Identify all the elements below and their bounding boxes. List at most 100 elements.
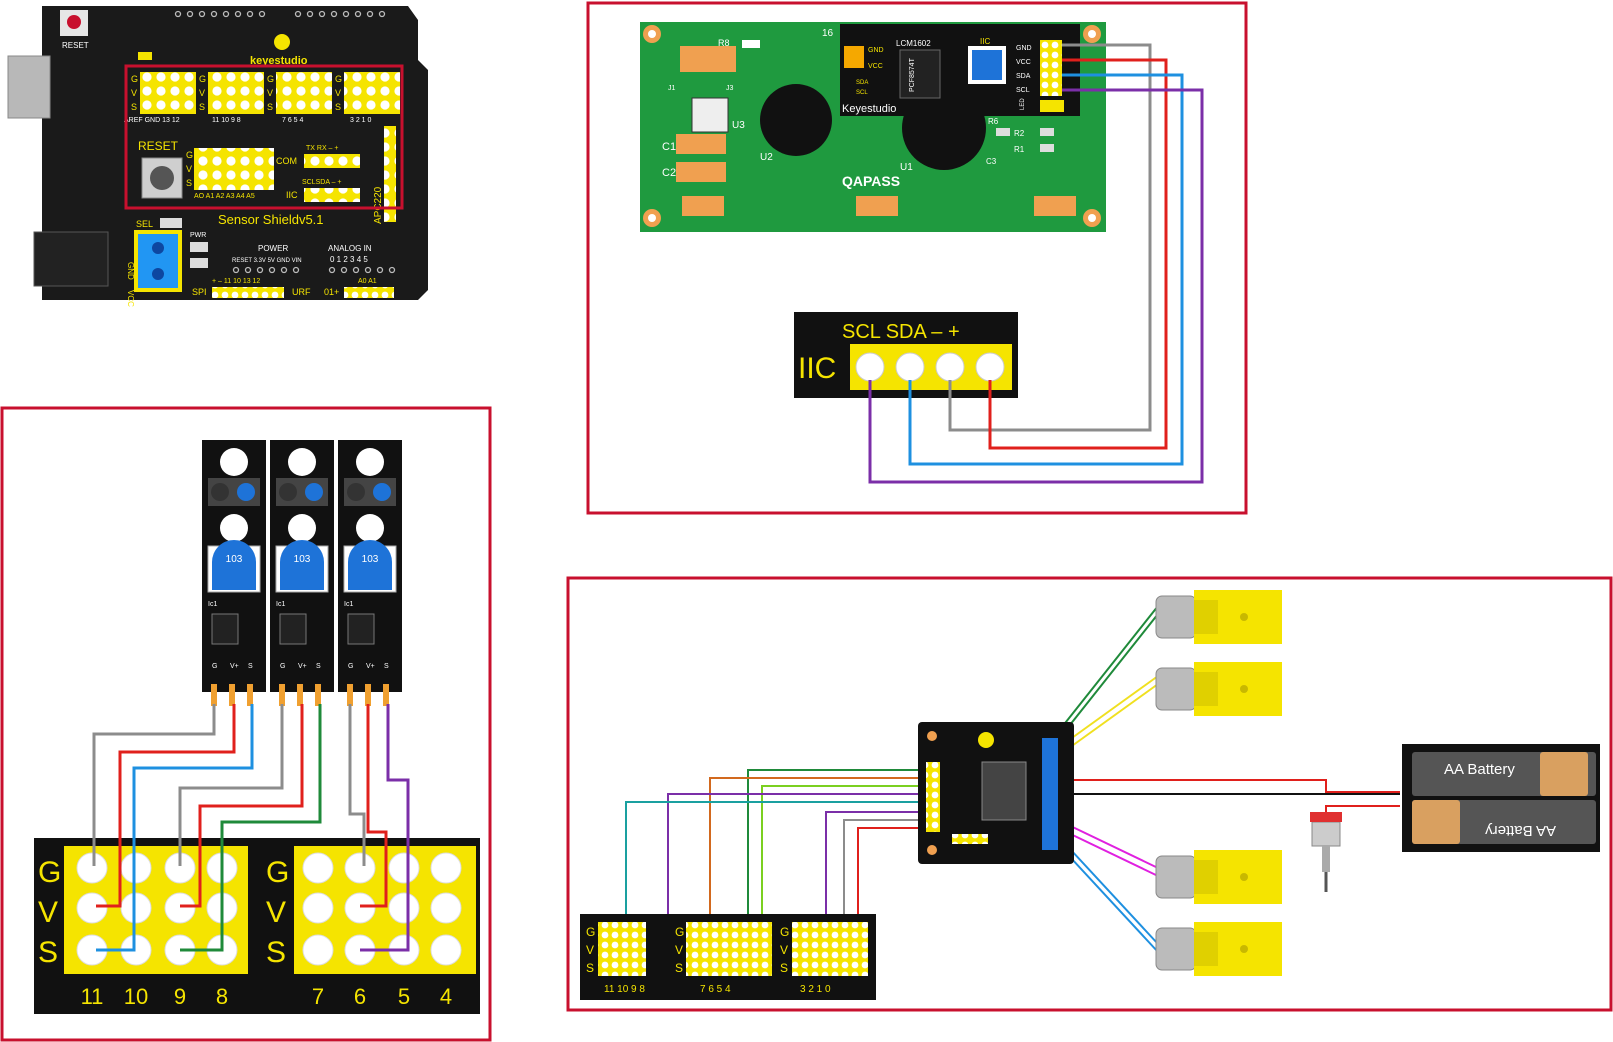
sensor-pin-label: G	[348, 663, 353, 670]
svg-text:S: S	[186, 178, 192, 188]
lcd-model: LCM1602	[896, 39, 931, 48]
c2-label: C2	[662, 167, 676, 179]
c1-label: C1	[662, 141, 676, 153]
header-hole	[120, 852, 152, 884]
sel-label: SEL	[136, 219, 153, 229]
pin16-label: 16	[822, 28, 834, 39]
gear-motor	[1155, 662, 1282, 716]
pin-8: 8	[216, 984, 228, 1009]
pin-4: 4	[440, 984, 452, 1009]
svg-text:V: V	[186, 164, 192, 174]
led-label: LED	[1020, 98, 1026, 110]
small-group1-label: 11 10 9 8	[604, 984, 645, 995]
small-gnd-label: GND	[868, 47, 884, 54]
power-header-holes	[232, 266, 396, 274]
c3-label: C3	[986, 157, 997, 166]
sensor-pin-label: S	[316, 663, 321, 670]
ic-label: Ic1	[276, 601, 285, 608]
small-row-s3: S	[780, 961, 788, 975]
big-header: G V S G V S 11 10 9 8 7 6 5 4	[34, 838, 480, 1014]
small-row-s: S	[586, 961, 594, 975]
svg-text:V: V	[131, 88, 137, 98]
bee-logo-icon	[274, 34, 290, 50]
power-pins-label: RESET 3.3V 5V GND VIN	[232, 258, 302, 264]
sensor-shield: RESET keyestudio GVS GVS GVS GVS	[7, 6, 428, 307]
svg-text:S: S	[199, 102, 205, 112]
pin-gnd-label: GND	[1016, 45, 1032, 52]
big-row-g2: G	[266, 856, 289, 889]
battery-top-label: AA Battery	[1444, 761, 1515, 778]
small-row-v3: V	[780, 943, 788, 957]
gvs-labels: GVS GVS GVS GVS GVS	[131, 74, 342, 188]
chip-label: PCF8574T	[909, 57, 916, 92]
u3-label: U3	[732, 120, 745, 131]
pin-9: 9	[174, 984, 186, 1009]
small-row-g: G	[586, 925, 595, 939]
j3-label: J3	[726, 85, 734, 92]
big-pin-numbers: 11 10 9 8 7 6 5 4	[81, 984, 453, 1009]
u2-label: U2	[760, 152, 773, 163]
r2-label: R2	[1014, 129, 1025, 138]
header-hole	[388, 852, 420, 884]
header-hole	[302, 892, 334, 924]
digital-header-blocks	[140, 72, 400, 222]
txrx-label: TX RX – +	[306, 145, 338, 152]
u1-label: U1	[900, 162, 913, 173]
pin-vcc-label: VCC	[1016, 59, 1031, 66]
top-header-holes	[174, 10, 386, 18]
gnd-label: GND	[126, 262, 135, 280]
analog-in-label: ANALOG IN	[328, 244, 372, 253]
header-hole	[302, 852, 334, 884]
sensor-pin-label: V+	[230, 663, 239, 670]
svg-text:V: V	[335, 88, 341, 98]
svg-text:G: G	[131, 74, 138, 84]
toggle-switch	[1310, 812, 1342, 892]
reset-switch-label: RESET	[138, 139, 179, 153]
shield-name: Sensor Shieldv5.1	[218, 212, 324, 227]
sensor-pin-label: V+	[298, 663, 307, 670]
apc-label: APC220	[373, 186, 384, 224]
header-hole	[76, 892, 108, 924]
small-header: G V S G V S G V S 11 10 9 8 7 6 5 4 3 2 …	[580, 914, 876, 1000]
big-row-s: S	[38, 936, 58, 969]
header-hole	[120, 892, 152, 924]
big-row-v: V	[38, 896, 58, 929]
svg-text:G: G	[267, 74, 274, 84]
digital-low-label: 7 6 5 4	[282, 117, 304, 124]
reset-switch-icon	[150, 166, 174, 190]
big-row-v2: V	[266, 896, 286, 929]
sensor-pin-label: G	[212, 663, 217, 670]
lcd-module: R8 U3 U2 U1 C1 C2 J1 J3 QAPASS 16 GND VC…	[640, 22, 1106, 232]
header-hole	[430, 852, 462, 884]
digital-mid-label: 11 10 9 8	[212, 117, 241, 124]
small-group2-label: 7 6 5 4	[700, 984, 731, 995]
r6-label: R6	[988, 117, 999, 126]
small-scl-label: SCL	[856, 90, 868, 96]
pin-sda-label: SDA	[1016, 73, 1031, 80]
digital-last-label: 3 2 1 0	[350, 117, 372, 124]
svg-text:G: G	[199, 74, 206, 84]
power-label: POWER	[258, 244, 288, 253]
big-row-s2: S	[266, 936, 286, 969]
vcc-label: VCC	[126, 290, 135, 307]
r8-label: R8	[718, 38, 730, 48]
sensor-frame	[0, 406, 492, 1042]
analog-nums-label: 0 1 2 3 4 5	[330, 255, 368, 264]
pin-10: 10	[124, 984, 148, 1009]
pwr-label: PWR	[190, 232, 206, 239]
iic-block-label: IIC	[798, 352, 836, 385]
svg-text:V: V	[199, 88, 205, 98]
reset-label: RESET	[62, 41, 89, 50]
iic-block: SCL SDA – + IIC	[794, 312, 1018, 398]
a0a1-label: A0 A1	[358, 278, 377, 285]
lcd-brand: QAPASS	[842, 173, 900, 189]
small-row-v2: V	[675, 943, 683, 957]
ic-label: Ic1	[344, 601, 353, 608]
ic-label: Ic1	[208, 601, 217, 608]
gear-motor	[1155, 590, 1282, 644]
pot-blue	[972, 50, 1002, 80]
spi-pins-label: + – 11 10 13 12	[212, 278, 260, 285]
